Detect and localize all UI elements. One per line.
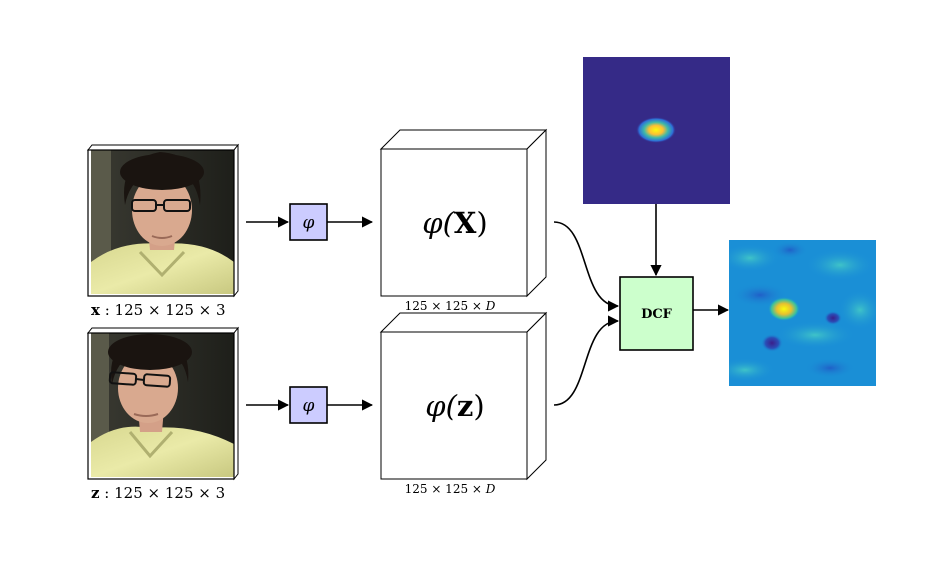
feature-x-formula: φ(X) — [422, 206, 487, 240]
response-map-image — [729, 240, 876, 386]
arrow-feature-x-to-dcf — [553, 221, 620, 312]
face-photo-z — [91, 333, 234, 477]
feature-cube-z: φ(z) — [379, 311, 548, 481]
input-image-z — [86, 326, 240, 481]
phi-symbol-z: φ — [303, 396, 315, 416]
phi-box-z: φ — [289, 386, 328, 424]
feature-cube-x: φ(X) — [379, 128, 548, 298]
feature-z-dims: 125 × 125 × D — [405, 482, 496, 496]
gaussian-label-image — [583, 57, 730, 204]
feature-z-formula: φ(z) — [425, 389, 484, 423]
arrow-feature-z-to-dcf — [553, 315, 620, 406]
dcf-box: DCF — [619, 276, 694, 351]
input-z-label: z : 125 × 125 × 3 — [91, 484, 225, 502]
input-image-x — [86, 143, 240, 298]
phi-symbol-x: φ — [303, 213, 315, 233]
feature-x-dims: 125 × 125 × D — [405, 299, 496, 313]
input-x-label: x : 125 × 125 × 3 — [91, 301, 226, 319]
face-photo-x — [91, 150, 234, 294]
dcf-label: DCF — [641, 307, 673, 322]
phi-box-x: φ — [289, 203, 328, 241]
